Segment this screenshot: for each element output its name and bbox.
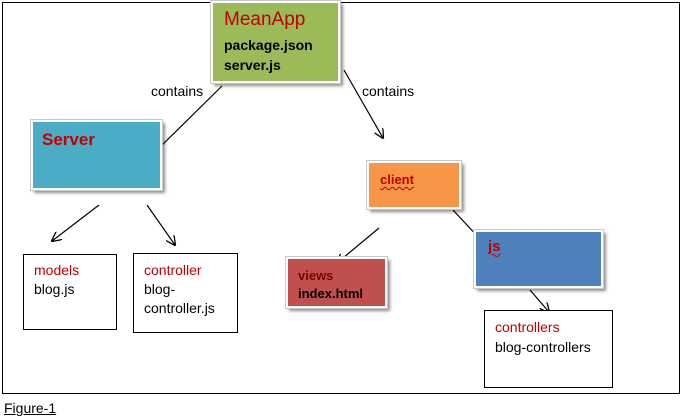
- arrow-js-controllers: [529, 289, 549, 312]
- controller-title: controller: [144, 262, 202, 278]
- views-file: index.html: [298, 286, 364, 301]
- arrow-meanapp-client: [343, 69, 383, 138]
- meanapp-title: MeanApp: [224, 9, 306, 30]
- client-node: client: [366, 160, 462, 210]
- controller-file-line1: blog-: [144, 281, 176, 297]
- models-title: models: [34, 262, 80, 278]
- edge-label-contains-right: contains: [362, 83, 415, 99]
- arrow-meanapp-server: [153, 85, 223, 154]
- figure-caption: Figure-1: [4, 400, 57, 416]
- controllers-node: controllers blog-controllers: [484, 310, 613, 388]
- server-title: Server: [42, 130, 95, 149]
- controllers-title: controllers: [495, 319, 560, 335]
- js-title: js: [488, 238, 501, 255]
- client-title: client: [380, 172, 414, 187]
- meanapp-file-server: server.js: [224, 57, 281, 73]
- models-file: blog.js: [34, 281, 75, 297]
- figure-frame: [2, 2, 680, 394]
- views-node: views index.html: [285, 256, 388, 309]
- meanapp-file-package: package.json: [224, 37, 313, 53]
- views-title: views: [298, 268, 334, 283]
- arrow-server-controller: [146, 204, 175, 245]
- server-node: Server: [30, 119, 163, 191]
- edge-label-contains-left: contains: [151, 83, 204, 99]
- js-node: js: [473, 229, 604, 289]
- meanapp-node: MeanApp package.json server.js: [210, 0, 341, 84]
- models-node: models blog.js: [23, 254, 117, 330]
- controller-file-line2: controller.js: [144, 300, 215, 316]
- controller-node: controller blog- controller.js: [133, 253, 238, 333]
- controllers-file: blog-controllers: [495, 339, 591, 355]
- arrow-server-models: [52, 204, 100, 241]
